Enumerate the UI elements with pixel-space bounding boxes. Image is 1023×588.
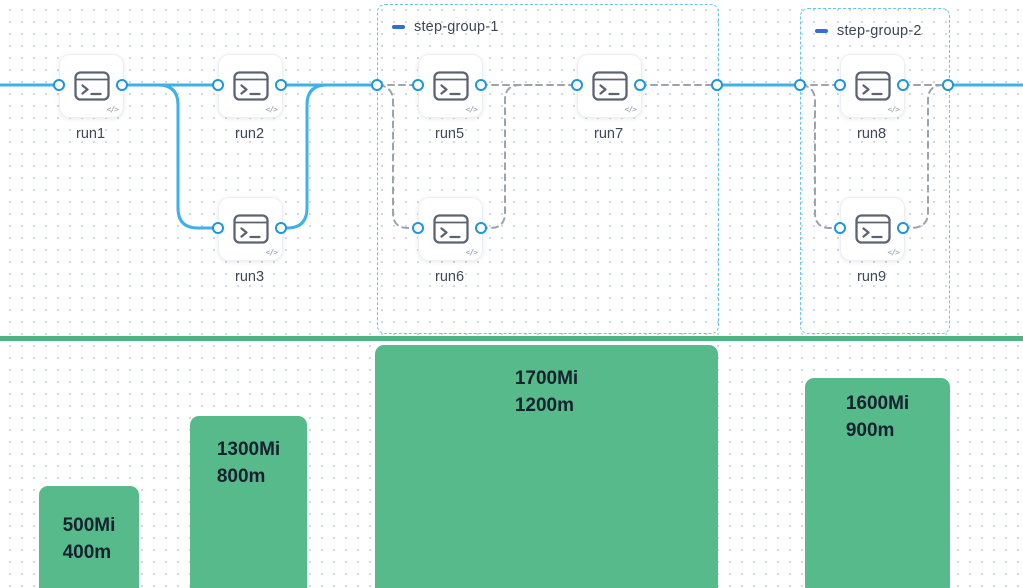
- node-card[interactable]: </>: [218, 54, 283, 118]
- step-group-1-header[interactable]: step-group-1: [392, 19, 499, 35]
- code-icon: </>: [106, 105, 119, 114]
- edge-run6-run7: [480, 84, 533, 229]
- node-run7[interactable]: </> run7: [577, 54, 642, 142]
- port-run2-out[interactable]: [275, 79, 287, 91]
- terminal-icon: [432, 70, 469, 101]
- resource-bar-run2[interactable]: 1300Mi 800m: [190, 416, 307, 588]
- node-card[interactable]: </>: [577, 54, 642, 118]
- memory-value: 1300Mi: [216, 439, 281, 460]
- step-group-2-header[interactable]: step-group-2: [815, 23, 922, 39]
- port-group2-out[interactable]: [942, 79, 954, 91]
- node-label: run6: [434, 269, 465, 285]
- port-run8-in[interactable]: [834, 79, 846, 91]
- cpu-value: 800m: [216, 466, 266, 487]
- port-run1-in[interactable]: [53, 79, 65, 91]
- node-label: run3: [234, 269, 265, 285]
- cpu-value: 1200m: [514, 395, 574, 416]
- step-group-2[interactable]: step-group-2: [800, 8, 950, 334]
- node-run1[interactable]: </> run1: [59, 54, 124, 142]
- dashed-edges: [376, 84, 949, 229]
- edge-run3-merge: [279, 83, 344, 230]
- port-group2-in[interactable]: [794, 79, 806, 91]
- node-label: run9: [856, 269, 887, 285]
- port-run3-in[interactable]: [212, 222, 224, 234]
- cpu-value: 400m: [62, 542, 112, 563]
- code-icon: </>: [887, 105, 900, 114]
- resource-bar-label: 1600Mi 900m: [846, 390, 909, 588]
- terminal-icon: [854, 70, 891, 101]
- port-run9-out[interactable]: [897, 222, 909, 234]
- port-run6-in[interactable]: [412, 222, 424, 234]
- node-label: run2: [234, 126, 265, 142]
- resource-bar-label: 500Mi 400m: [63, 512, 116, 588]
- port-group1-out[interactable]: [711, 79, 723, 91]
- port-group1-in[interactable]: [371, 79, 383, 91]
- code-icon: </>: [265, 248, 278, 257]
- port-run5-in[interactable]: [412, 79, 424, 91]
- node-card[interactable]: </>: [418, 54, 483, 118]
- step-group-1[interactable]: step-group-1: [377, 4, 719, 334]
- step-group-label: step-group-1: [414, 19, 499, 35]
- edge-group1in-run6: [378, 84, 419, 229]
- code-icon: </>: [887, 248, 900, 257]
- solid-edges: [0, 83, 1023, 230]
- node-card[interactable]: </>: [840, 197, 905, 261]
- port-run5-out[interactable]: [475, 79, 487, 91]
- resource-divider-line: [0, 336, 1023, 341]
- port-run7-in[interactable]: [571, 79, 583, 91]
- node-run6[interactable]: </> run6: [418, 197, 483, 285]
- memory-value: 1600Mi: [845, 393, 910, 414]
- code-icon: </>: [265, 105, 278, 114]
- edge-run1-run3: [156, 83, 220, 230]
- resource-bar-group2[interactable]: 1600Mi 900m: [805, 378, 950, 588]
- edges-layer: [0, 83, 1023, 230]
- terminal-icon: [854, 213, 891, 244]
- node-label: run5: [434, 126, 465, 142]
- resource-bar-label: 1300Mi 800m: [217, 436, 280, 588]
- port-run8-out[interactable]: [897, 79, 909, 91]
- node-label: run8: [856, 126, 887, 142]
- node-label: run1: [75, 126, 106, 142]
- resource-bar-group1[interactable]: 1700Mi 1200m: [375, 345, 718, 588]
- node-run9[interactable]: </> run9: [840, 197, 905, 285]
- terminal-icon: [432, 213, 469, 244]
- code-icon: </>: [624, 105, 637, 114]
- memory-value: 1700Mi: [514, 368, 579, 389]
- node-card[interactable]: </>: [59, 54, 124, 118]
- node-run5[interactable]: </> run5: [418, 54, 483, 142]
- port-run1-out[interactable]: [116, 79, 128, 91]
- edge-group2in-run9: [801, 84, 841, 229]
- terminal-icon: [591, 70, 628, 101]
- node-run3[interactable]: </> run3: [218, 197, 283, 285]
- step-group-label: step-group-2: [837, 23, 922, 39]
- code-icon: </>: [465, 248, 478, 257]
- edge-run9-group2out: [902, 84, 949, 229]
- node-label: run7: [593, 126, 624, 142]
- port-run2-in[interactable]: [212, 79, 224, 91]
- node-card[interactable]: </>: [840, 54, 905, 118]
- resource-bar-run1[interactable]: 500Mi 400m: [39, 486, 139, 588]
- port-run6-out[interactable]: [475, 222, 487, 234]
- resource-bar-label: 1700Mi 1200m: [515, 365, 578, 588]
- cpu-value: 900m: [845, 420, 895, 441]
- collapse-dash-icon[interactable]: [392, 25, 405, 29]
- port-run3-out[interactable]: [275, 222, 287, 234]
- collapse-dash-icon[interactable]: [815, 29, 828, 33]
- node-run8[interactable]: </> run8: [840, 54, 905, 142]
- terminal-icon: [73, 70, 110, 101]
- node-run2[interactable]: </> run2: [218, 54, 283, 142]
- memory-value: 500Mi: [62, 515, 116, 536]
- port-run7-out[interactable]: [634, 79, 646, 91]
- node-card[interactable]: </>: [218, 197, 283, 261]
- port-run9-in[interactable]: [834, 222, 846, 234]
- terminal-icon: [232, 213, 269, 244]
- terminal-icon: [232, 70, 269, 101]
- code-icon: </>: [465, 105, 478, 114]
- node-card[interactable]: </>: [418, 197, 483, 261]
